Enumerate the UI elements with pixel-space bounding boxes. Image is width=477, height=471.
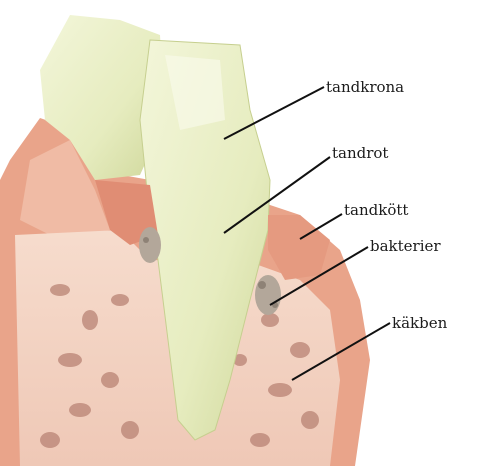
label-kakben: käkben — [392, 316, 447, 331]
label-bakterier: bakterier — [370, 239, 441, 254]
label-tandrot: tandrot — [332, 146, 388, 161]
label-tandkrona: tandkrona — [326, 80, 404, 95]
label-tandkott: tandkött — [344, 203, 408, 218]
